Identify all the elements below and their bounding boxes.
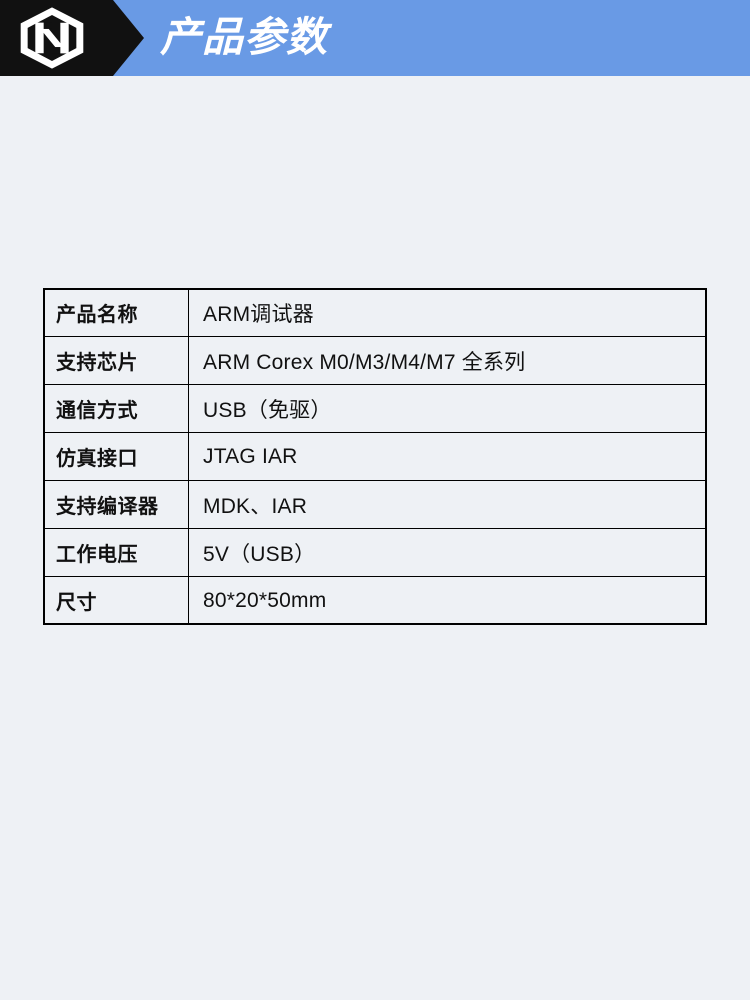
spec-value-cell: 5V（USB） [188, 528, 707, 577]
spec-label-cell: 仿真接口 [43, 432, 189, 481]
spec-value-cell: 80*20*50mm [188, 576, 707, 625]
spec-value-cell: USB（免驱） [188, 384, 707, 433]
spec-label-cell: 通信方式 [43, 384, 189, 433]
spec-value-cell: ARM Corex M0/M3/M4/M7 全系列 [188, 336, 707, 385]
spec-label-cell: 工作电压 [43, 528, 189, 577]
spec-value-cell: ARM调试器 [188, 288, 707, 337]
page-header: 产品参数 [0, 0, 750, 76]
hexagon-n-monogram-logo-icon [17, 6, 87, 70]
spec-label-cell: 支持芯片 [43, 336, 189, 385]
spec-value-cell: MDK、IAR [188, 480, 707, 529]
spec-label-cell: 尺寸 [43, 576, 189, 625]
spec-value-cell: JTAG IAR [188, 432, 707, 481]
spec-label-cell: 产品名称 [43, 288, 189, 337]
page-title: 产品参数 [160, 14, 328, 60]
spec-label-cell: 支持编译器 [43, 480, 189, 529]
